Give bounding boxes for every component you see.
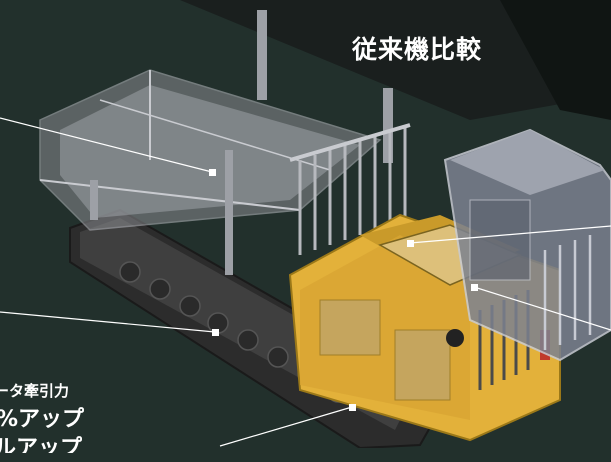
machine-illustration — [0, 0, 611, 448]
cargo-bed — [39, 10, 411, 275]
callout-markers — [209, 169, 478, 411]
operator-cab — [443, 128, 611, 362]
background-band — [180, 0, 611, 120]
traction-callout-line2: %アップ — [0, 407, 85, 432]
background-band-edge — [500, 0, 611, 120]
traction-callout-line3: ルアップ — [0, 436, 83, 461]
page-title: 従来機比較 — [352, 35, 483, 64]
leader-lines — [0, 117, 611, 447]
traction-callout-line1: ータ牽引力 — [0, 382, 70, 400]
